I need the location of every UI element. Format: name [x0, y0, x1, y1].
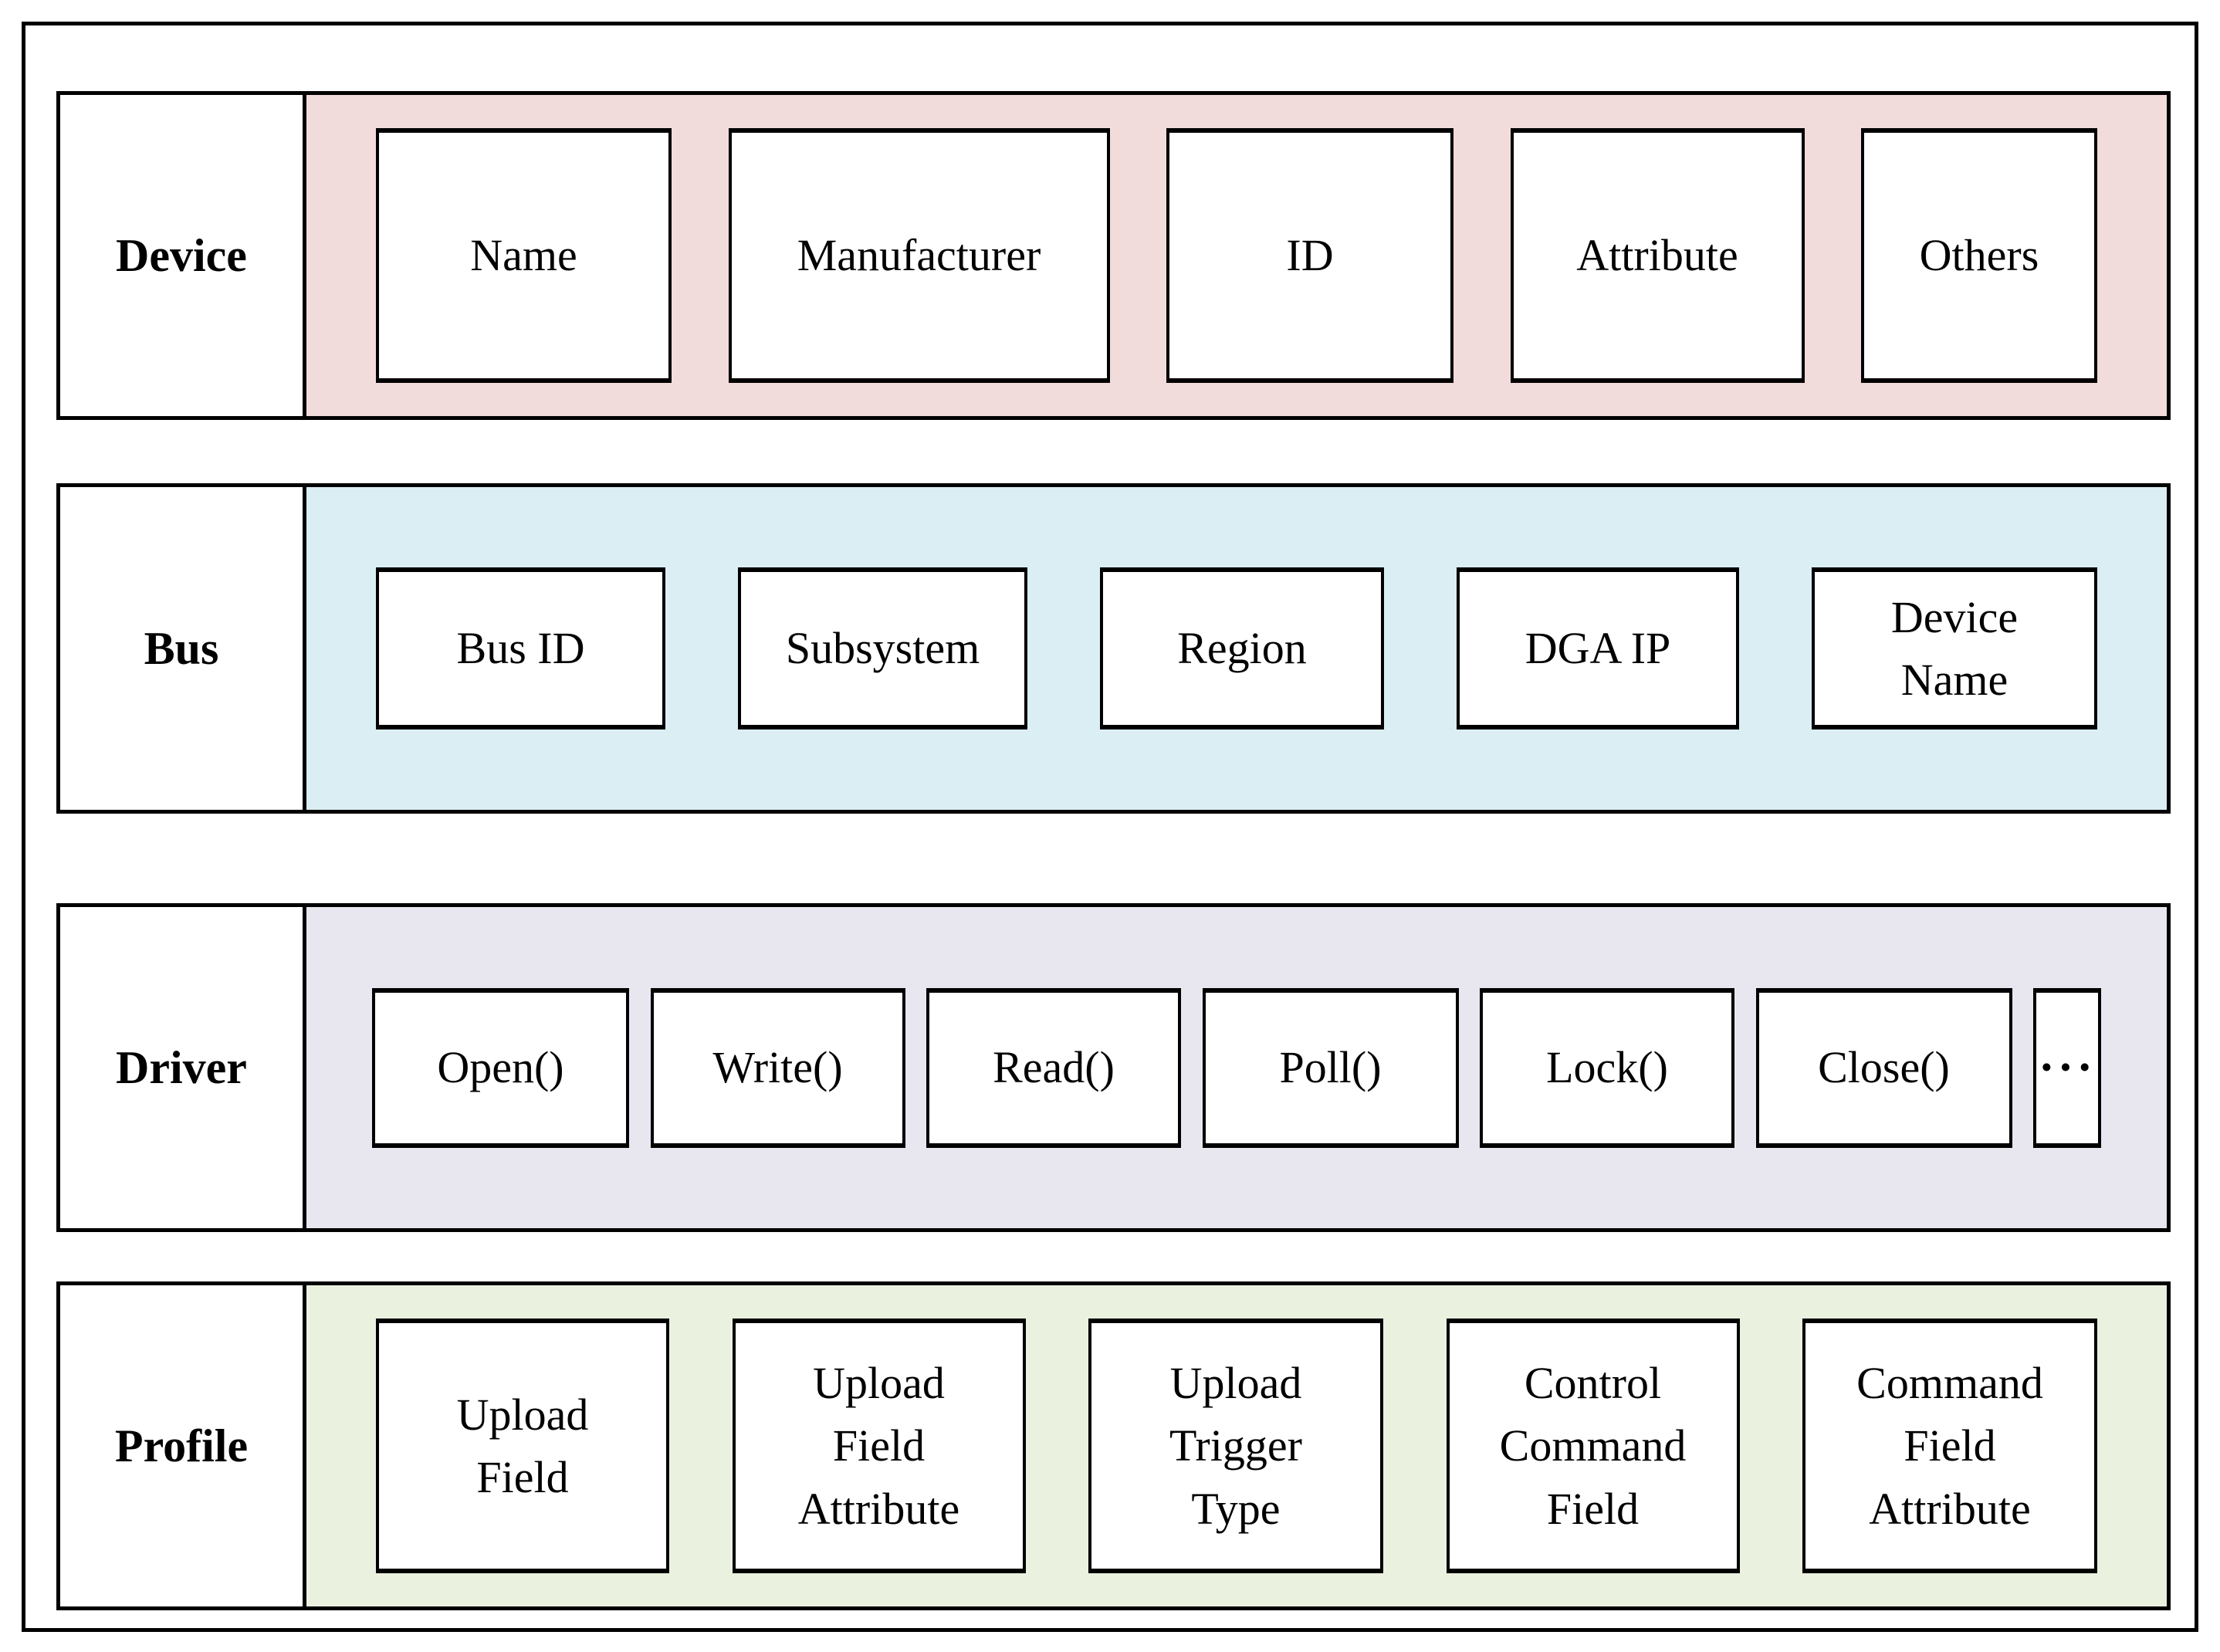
- cell-attribute: Attribute: [1510, 128, 1805, 383]
- cell-subsystem: Subsystem: [738, 567, 1027, 730]
- row-device: Device Name Manufacturer ID Attribute Ot…: [56, 91, 2171, 420]
- band-profile: Upload Field Upload Field Attribute Uplo…: [303, 1281, 2171, 1610]
- row-bus: Bus Bus ID Subsystem Region DGA IP Devic…: [56, 483, 2171, 814]
- cell-id: ID: [1166, 128, 1453, 383]
- row-label-bus: Bus: [56, 483, 306, 814]
- band-driver: Open() Write() Read() Poll() Lock() Clos…: [303, 903, 2171, 1232]
- cell-dga-ip: DGA IP: [1457, 567, 1739, 730]
- cell-upload-field: Upload Field: [376, 1319, 669, 1573]
- cell-close: Close(): [1755, 987, 2012, 1148]
- cell-open: Open(): [372, 987, 629, 1148]
- cell-poll: Poll(): [1202, 987, 1459, 1148]
- cell-device-name: Device Name: [1812, 567, 2097, 730]
- row-label-driver: Driver: [56, 903, 306, 1232]
- band-device: Name Manufacturer ID Attribute Others: [303, 91, 2171, 420]
- cell-read: Read(): [926, 987, 1181, 1148]
- row-label-profile: Profile: [56, 1281, 306, 1610]
- cell-manufacturer: Manufacturer: [728, 128, 1110, 383]
- cell-upload-trigger-type: Upload Trigger Type: [1088, 1319, 1383, 1573]
- cell-name: Name: [376, 128, 672, 383]
- cell-ellipsis: ···: [2033, 987, 2101, 1148]
- cell-region: Region: [1100, 567, 1384, 730]
- cell-control-command-field: Control Command Field: [1446, 1319, 1740, 1573]
- row-driver: Driver Open() Write() Read() Poll() Lock…: [56, 903, 2171, 1232]
- row-profile: Profile Upload Field Upload Field Attrib…: [56, 1281, 2171, 1610]
- outer-frame: [22, 22, 2198, 1632]
- cell-command-field-attribute: Command Field Attribute: [1802, 1319, 2097, 1573]
- cell-lock: Lock(): [1480, 987, 1734, 1148]
- cell-others: Others: [1861, 128, 2097, 383]
- band-bus: Bus ID Subsystem Region DGA IP Device Na…: [303, 483, 2171, 814]
- cell-write: Write(): [650, 987, 905, 1148]
- row-label-device: Device: [56, 91, 306, 420]
- cell-bus-id: Bus ID: [376, 567, 665, 730]
- cell-upload-field-attribute: Upload Field Attribute: [732, 1319, 1026, 1573]
